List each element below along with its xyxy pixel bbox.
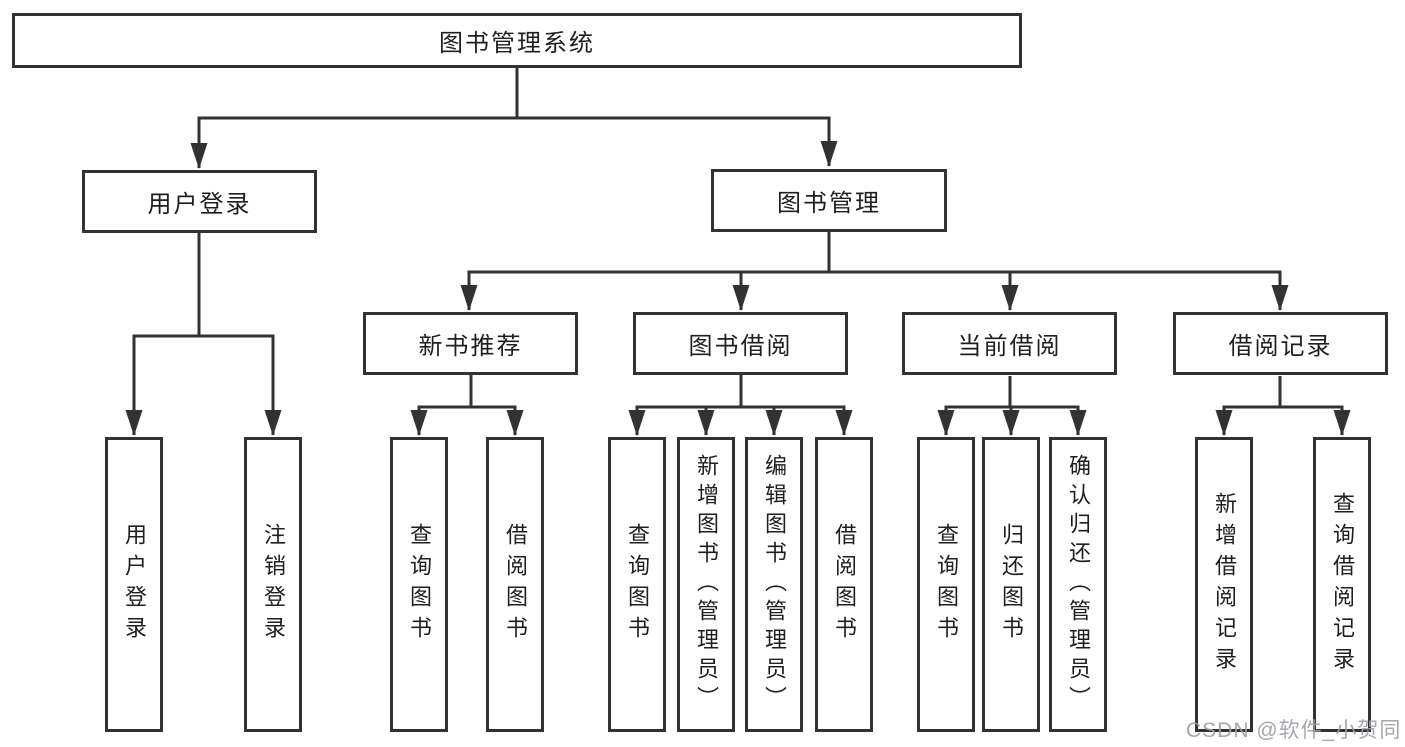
node-user-login: 用户登录 xyxy=(82,170,317,233)
node-book-management: 图书管理 xyxy=(711,169,947,232)
leaf-add-book-admin: 新增图书（管理员） xyxy=(677,437,735,732)
book-borrow-split-line xyxy=(635,375,846,409)
node-root: 图书管理系统 xyxy=(12,13,1022,68)
watermark: CSDN @软件_小贺同学 xyxy=(1186,719,1402,742)
leaf-borrow-book-1: 借阅图书 xyxy=(486,437,544,732)
leaf-query-borrow-record: 查询借阅记录 xyxy=(1313,437,1371,732)
book-management-split-line xyxy=(467,232,1282,274)
leaf-logout: 注销登录 xyxy=(244,437,302,732)
borrow-records-split-line xyxy=(1222,376,1344,409)
leaf-edit-book-admin: 编辑图书（管理员） xyxy=(745,437,803,732)
leaf-query-book-1: 查询图书 xyxy=(390,437,448,732)
node-current-borrow: 当前借阅 xyxy=(902,312,1117,375)
leaf-add-borrow-record: 新增借阅记录 xyxy=(1195,437,1253,732)
current-borrow-split-line xyxy=(944,376,1080,409)
new-book-split-line xyxy=(417,375,517,409)
node-book-borrow: 图书借阅 xyxy=(633,312,848,375)
leaf-borrow-book-2: 借阅图书 xyxy=(815,437,873,732)
user-login-split-line xyxy=(132,233,275,338)
root-split-line xyxy=(197,68,831,120)
leaf-return-book: 归还图书 xyxy=(982,437,1040,732)
leaf-confirm-return-admin: 确认归还（管理员） xyxy=(1049,437,1107,732)
leaf-query-book-3: 查询图书 xyxy=(917,437,975,732)
node-borrow-records: 借阅记录 xyxy=(1173,312,1388,375)
node-new-book-recommend: 新书推荐 xyxy=(363,312,578,375)
leaf-query-book-2: 查询图书 xyxy=(608,437,666,732)
leaf-user-login: 用户登录 xyxy=(105,437,163,732)
